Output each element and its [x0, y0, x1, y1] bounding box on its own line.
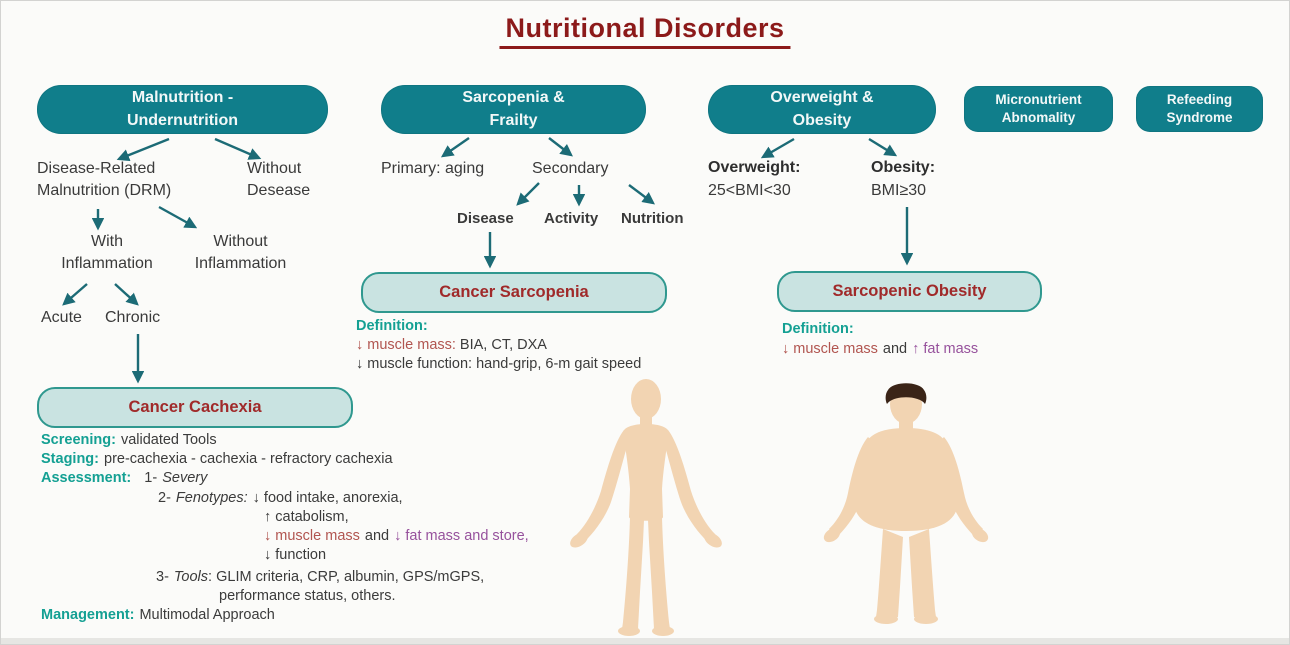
tools-label: Tools — [173, 569, 209, 585]
assessment-item2-number: 2- — [158, 490, 171, 506]
node-secondary: Secondary — [532, 160, 609, 177]
sarcopenia-def-muscle-function: ↓ muscle function: hand-grip, 6-m gait s… — [356, 356, 642, 372]
screening-label: Screening: — [41, 432, 116, 448]
box-cancer-sarcopenia: Cancer Sarcopenia — [361, 272, 667, 313]
page-title: Nutritional Disorders — [499, 13, 791, 49]
fat-mass-store-down: ↓ fat mass and store, — [394, 528, 529, 544]
arrow — [628, 184, 655, 205]
muscle-mass-down-text: ↓ muscle mass — [782, 341, 878, 357]
muscle-mass-down-label: ↓ muscle mass: — [356, 337, 456, 353]
arrow — [62, 283, 88, 306]
assessment-item1-severity: Severy — [162, 470, 208, 486]
phenotypes-function: ↓ function — [264, 547, 327, 563]
node-with-inflammation: With Inflammation — [61, 233, 153, 272]
muscle-mass-tools: BIA, CT, DXA — [459, 337, 547, 353]
arrow — [116, 137, 170, 162]
node-without-disease: Without Desease — [247, 160, 311, 199]
arrow — [440, 137, 470, 158]
assessment-item3-number: 3- — [156, 569, 169, 585]
cachexia-screening-line: Screening:validated Tools — [41, 431, 217, 450]
fat-mass-up-text: ↑ fat mass — [912, 341, 979, 357]
figure-head — [631, 379, 661, 419]
node-acute: Acute — [41, 309, 82, 326]
cachexia-management-line: Management:Multimodal Approach — [41, 606, 275, 625]
node-activity: Activity — [544, 210, 599, 227]
arrow — [158, 205, 198, 229]
staging-label: Staging: — [41, 451, 99, 467]
figure-hair — [885, 383, 927, 404]
header-micronutrient-abnormality: Micronutrient Abnomality — [964, 86, 1113, 132]
node-disease-related-malnutrition: Disease-Related Malnutrition (DRM) — [37, 160, 172, 199]
underweight-body-figure — [570, 379, 722, 636]
header-refeeding-syndrome: Refeeding Syndrome — [1136, 86, 1263, 132]
assessment-item1-number: 1- — [144, 470, 158, 486]
header-sarcopenia-frailty: Sarcopenia & Frailty — [381, 85, 646, 134]
node-primary-aging: Primary: aging — [381, 160, 485, 177]
arrow — [114, 283, 139, 306]
assessment-label: Assessment: — [41, 470, 132, 486]
phenotypes-catabolism: ↑ catabolism, — [264, 509, 349, 525]
node-chronic: Chronic — [105, 309, 161, 326]
node-without-inflammation: Without Inflammation — [194, 233, 287, 272]
obese-body-figure — [823, 383, 989, 624]
box-cancer-cachexia: Cancer Cachexia — [37, 387, 353, 428]
node-overweight-label: Overweight: — [708, 159, 801, 176]
arrow — [516, 182, 540, 206]
figure-torso — [623, 424, 669, 521]
management-label: Management: — [41, 607, 135, 623]
sarcopenia-definition-label: Definition: — [356, 318, 428, 334]
muscle-mass-down: ↓ muscle mass — [264, 528, 360, 544]
and-text: and — [364, 528, 390, 544]
cachexia-staging-line: Staging: pre-cachexia - cachexia - refrac… — [41, 450, 393, 469]
phenotypes-label: Fenotypes: — [175, 490, 248, 506]
node-obesity-label: Obesity: — [871, 159, 936, 176]
tools-text-2: performance status, others. — [219, 588, 396, 604]
and-text: and — [882, 341, 908, 357]
node-disease: Disease — [457, 210, 514, 227]
cachexia-phenotypes-line: 2-Fenotypes:↓ food intake, anorexia, — [158, 489, 403, 508]
cachexia-assessment-line: Assessment: 1-Severy — [41, 469, 207, 488]
header-overweight-obesity: Overweight & Obesity — [708, 85, 936, 134]
staging-text: pre-cachexia - cachexia - refractory cac… — [104, 451, 393, 467]
cachexia-tools-line: 3-Tools: GLIM criteria, CRP, albumin, GP… — [156, 568, 484, 587]
node-nutrition: Nutrition — [621, 210, 684, 227]
arrow — [214, 137, 262, 160]
box-sarcopenic-obesity: Sarcopenic Obesity — [777, 271, 1042, 312]
figure-torso — [854, 428, 958, 531]
screening-text: validated Tools — [120, 432, 217, 448]
arrow — [868, 137, 898, 157]
arrow — [760, 137, 795, 159]
sarcopenia-def-muscle-mass: ↓ muscle mass:BIA, CT, DXA — [356, 336, 547, 355]
node-overweight-bmi: 25<BMI<30 — [708, 182, 791, 199]
tools-text: : GLIM criteria, CRP, albumin, GPS/mGPS, — [208, 569, 485, 585]
arrow — [548, 137, 573, 157]
obesity-definition-label: Definition: — [782, 321, 854, 337]
management-text: Multimodal Approach — [139, 607, 275, 623]
phenotypes-food-intake: ↓ food intake, anorexia, — [252, 490, 403, 506]
header-malnutrition: Malnutrition - Undernutrition — [37, 85, 328, 134]
node-obesity-bmi: BMI≥30 — [871, 182, 927, 199]
